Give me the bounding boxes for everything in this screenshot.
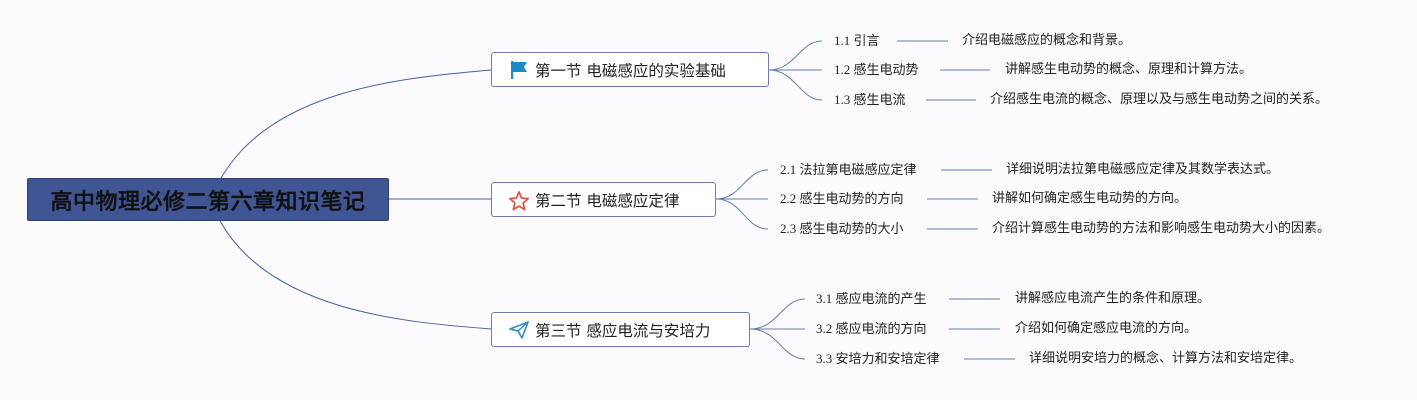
- subtopic-2-3[interactable]: 2.3 感生电动势的大小: [780, 221, 904, 236]
- paper-plane-icon: [508, 319, 530, 341]
- subtopic-3-2[interactable]: 3.2 感应电流的方向: [816, 321, 927, 336]
- subtopic-2-1-desc[interactable]: 详细说明法拉第电磁感应定律及其数学表达式。: [1006, 162, 1280, 177]
- section-3-title: 第三节 感应电流与安培力: [535, 321, 711, 340]
- subtopic-3-1-desc[interactable]: 讲解感应电流产生的条件和原理。: [1015, 291, 1211, 306]
- subtopic-1-2[interactable]: 1.2 感生电动势: [834, 62, 919, 77]
- subtopic-2-2-desc[interactable]: 讲解如何确定感生电动势的方向。: [992, 191, 1188, 206]
- section-3-topic[interactable]: 第三节 感应电流与安培力: [491, 312, 750, 347]
- subtopic-1-2-desc[interactable]: 讲解感生电动势的概念、原理和计算方法。: [1005, 62, 1253, 77]
- subtopic-2-3-desc[interactable]: 介绍计算感生电动势的方法和影响感生电动势大小的因素。: [992, 221, 1331, 236]
- section-1-topic[interactable]: 第一节 电磁感应的实验基础: [491, 52, 769, 87]
- section-2-topic[interactable]: 第二节 电磁感应定律: [491, 182, 716, 217]
- subtopic-2-2[interactable]: 2.2 感生电动势的方向: [780, 191, 904, 206]
- subtopic-3-1[interactable]: 3.1 感应电流的产生: [816, 291, 927, 306]
- subtopic-3-3-desc[interactable]: 详细说明安培力的概念、计算方法和安培定律。: [1029, 351, 1303, 366]
- subtopic-3-2-desc[interactable]: 介绍如何确定感应电流的方向。: [1015, 321, 1198, 336]
- subtopic-3-3[interactable]: 3.3 安培力和安培定律: [816, 351, 940, 366]
- subtopic-1-3[interactable]: 1.3 感生电流: [834, 92, 906, 107]
- root-topic[interactable]: 高中物理必修二第六章知识笔记: [27, 178, 389, 221]
- subtopic-2-1[interactable]: 2.1 法拉第电磁感应定律: [780, 162, 917, 177]
- section-2-title: 第二节 电磁感应定律: [535, 191, 680, 210]
- subtopic-1-3-desc[interactable]: 介绍感生电流的概念、原理以及与感生电动势之间的关系。: [990, 92, 1329, 107]
- star-icon: [508, 189, 530, 211]
- subtopic-1-1[interactable]: 1.1 引言: [834, 33, 880, 48]
- root-title: 高中物理必修二第六章知识笔记: [50, 189, 366, 215]
- section-1-title: 第一节 电磁感应的实验基础: [535, 61, 726, 80]
- subtopic-1-1-desc[interactable]: 介绍电磁感应的概念和背景。: [962, 33, 1132, 48]
- flag-icon: [508, 59, 530, 81]
